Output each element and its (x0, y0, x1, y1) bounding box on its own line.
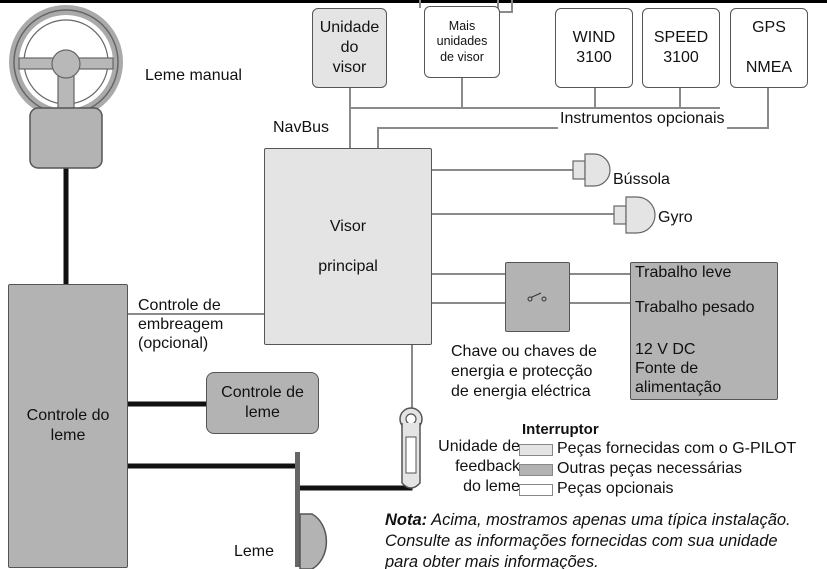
rudder-control-unit-box: Controle de leme (206, 372, 319, 434)
power-supply-label: 12 V DC Fonte de alimentação (635, 341, 722, 396)
light-duty-label: Trabalho leve (635, 264, 732, 281)
compass-label: Bússola (613, 171, 670, 188)
switch-description: Chave ou chaves de energia e protecção d… (451, 343, 597, 400)
optional-instruments-label: Instrumentos opcionais (558, 109, 727, 129)
power-supply-box: Trabalho leve Trabalho pesado 12 V DC Fo… (630, 262, 778, 400)
display-unit-box: Unidade do visor (312, 8, 387, 88)
rudder-label: Leme (234, 543, 275, 560)
rudder-control-box: Controle do leme (8, 284, 128, 568)
legend-label-required: Outras peças necessárias (557, 460, 742, 477)
gps-box: GPS NMEA (730, 8, 808, 88)
legend-title: Interruptor (522, 421, 599, 438)
feedback-sensor-icon (399, 407, 423, 489)
steering-wheel-icon (9, 5, 123, 169)
clutch-control-label: Controle de embreagem (opcional) (138, 297, 224, 352)
legend-label-optional: Peças opcionais (557, 480, 674, 497)
compass-icon (572, 153, 611, 187)
note-text: Nota: Acima, mostramos apenas uma típica… (385, 510, 815, 569)
legend-swatch-optional (519, 484, 553, 496)
heavy-duty-label: Trabalho pesado (635, 299, 755, 316)
feedback-unit-label: Unidade de feedback do leme (438, 438, 520, 495)
wind-instrument-box: WIND 3100 (555, 8, 633, 88)
main-display-box: Visor principal (264, 148, 432, 345)
switch-icon (527, 292, 546, 302)
legend-label-supplied: Peças fornecidas com o G-PILOT (557, 440, 797, 457)
legend-swatch-required (519, 464, 553, 476)
gyro-icon (613, 196, 656, 234)
speed-instrument-box: SPEED 3100 (642, 8, 720, 88)
note-body: Acima, mostramos apenas uma típica insta… (385, 511, 791, 569)
more-displays-box: Mais unidades de visor (424, 6, 500, 78)
gyro-label: Gyro (658, 209, 693, 226)
power-switch-box (505, 262, 570, 332)
note-lead: Nota: (385, 511, 428, 529)
manual-helm-label: Leme manual (145, 67, 242, 84)
rudder-icon (295, 452, 328, 569)
top-border (0, 0, 827, 3)
legend-swatch-supplied (519, 444, 553, 456)
navbus-label: NavBus (273, 119, 330, 136)
